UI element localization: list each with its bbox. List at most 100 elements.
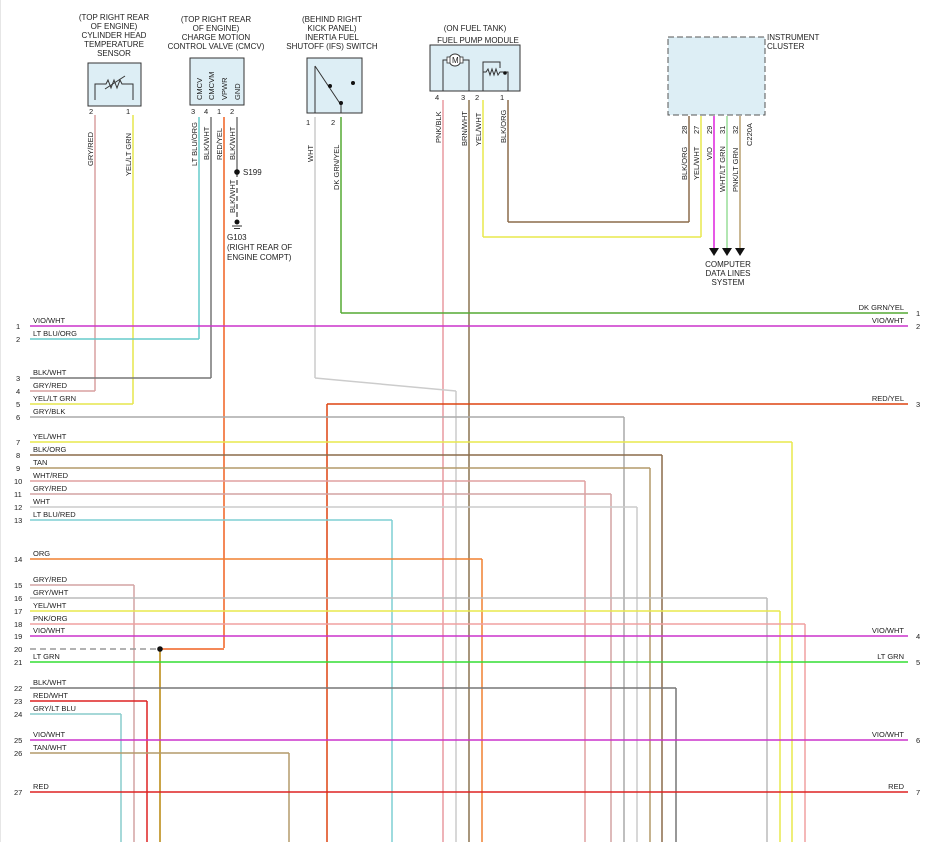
left-row-number: 27 [14, 788, 22, 797]
left-row-label: ORG [33, 549, 50, 558]
cht-wire-label-2: YEL/LT GRN [124, 133, 133, 176]
left-row-label: GRY/RED [33, 381, 68, 390]
cmcv-pin-1: 1 [217, 107, 221, 116]
ic-pin-32: 32 [731, 126, 740, 134]
ic-connector-name: C220A [745, 123, 754, 146]
right-row-number: 6 [916, 736, 920, 745]
cht-sensor[interactable]: (TOP RIGHT REAR OF ENGINE) CYLINDER HEAD… [79, 13, 149, 176]
cmcv-wire-label-4: BLK/WHT [228, 126, 237, 160]
cmcv-pin-name-3: VPWR [220, 77, 229, 100]
cmcv-title-1: (TOP RIGHT REAR [181, 15, 251, 24]
arrow-down-icon [722, 248, 732, 256]
ic-body [667, 36, 766, 116]
ic-title-1: INSTRUMENT [767, 33, 820, 42]
right-row-label: VIO/WHT [872, 626, 904, 635]
left-row-number: 22 [14, 684, 22, 693]
left-row-number: 1 [16, 322, 20, 331]
right-row-number: 4 [916, 632, 920, 641]
ic-pin-29: 29 [705, 126, 714, 134]
fpm-pin-1: 1 [500, 93, 504, 102]
right-row-number: 7 [916, 788, 920, 797]
right-row-label: VIO/WHT [872, 730, 904, 739]
left-row-number: 24 [14, 710, 22, 719]
computer-data-lines[interactable]: COMPUTER DATA LINES SYSTEM [705, 260, 751, 287]
splice-s199[interactable]: S199 BLK/WHT [228, 168, 262, 213]
ifs-wire-label-2: DK GRN/YEL [332, 145, 341, 190]
left-row-number: 18 [14, 620, 22, 629]
splice-dot-icon [157, 646, 163, 652]
ifs-title-2: KICK PANEL) [307, 24, 357, 33]
left-row-number: 5 [16, 400, 20, 409]
splice-name: S199 [243, 168, 262, 177]
ground-dot-icon [234, 219, 240, 225]
ifs-wire-label-1: WHT [306, 145, 315, 162]
ic-wire-label-1: BLK/ORG [680, 146, 689, 180]
cmcv-wire-label-2: BLK/WHT [202, 126, 211, 160]
motor-leads [442, 59, 470, 91]
ifs-title-3: INERTIA FUEL [305, 33, 359, 42]
cmcv-pin-name-1: CMCV [195, 78, 204, 100]
cmcv-pin-2: 2 [230, 107, 234, 116]
fpm-pin-2: 2 [475, 93, 479, 102]
motor-brush-left [446, 56, 451, 64]
left-row-number: 11 [14, 490, 22, 499]
fpm-body [429, 44, 521, 92]
fpm-title-2: FUEL PUMP MODULE [437, 36, 519, 45]
left-row-label: RED [33, 782, 49, 791]
cmcv-body [189, 57, 245, 106]
cht-wire-label-1: GRY/RED [86, 131, 95, 166]
hwire-ifs-wht[interactable] [314, 377, 457, 392]
ic-wire-label-5: PNK/LT GRN [731, 148, 740, 192]
cht-pin-2: 2 [89, 107, 93, 116]
right-row-number: 1 [916, 309, 920, 318]
left-row-label: LT BLU/RED [33, 510, 76, 519]
right-row-number: 3 [916, 400, 920, 409]
ground-location-1: (RIGHT REAR OF [227, 243, 292, 252]
cmcv-title-2: OF ENGINE) [193, 24, 240, 33]
cdl-line-3: SYSTEM [712, 278, 745, 287]
ic-wire-label-2: YEL/WHT [692, 146, 701, 180]
right-row-label: RED/YEL [872, 394, 904, 403]
ifs-pin-1: 1 [306, 118, 310, 127]
left-row-labels: 1 VIO/WHT 2 LT BLU/ORG 3 BLK/WHT 4 GRY/R… [14, 316, 77, 797]
fpm-pin-3: 3 [461, 93, 465, 102]
switch-open-terminal-icon [351, 81, 355, 85]
cmcv-title-3: CHARGE MOTION [182, 33, 251, 42]
ifs-title-4: SHUTOFF (IFS) SWITCH [286, 42, 378, 51]
left-row-label: RED/WHT [33, 691, 68, 700]
left-row-number: 25 [14, 736, 22, 745]
left-row-number: 23 [14, 697, 22, 706]
ic-wire-label-3: VIO [705, 147, 714, 160]
left-row-label: YEL/LT GRN [33, 394, 76, 403]
ifs-switch[interactable]: (BEHIND RIGHT KICK PANEL) INERTIA FUEL S… [286, 15, 378, 190]
left-row-number: 2 [16, 335, 20, 344]
ic-pin-27: 27 [692, 126, 701, 134]
left-row-number: 7 [16, 438, 20, 447]
thermistor-icon [94, 78, 134, 100]
switch-contact-icon [314, 65, 342, 113]
fuel-pump-module[interactable]: (ON FUEL TANK) FUEL PUMP MODULE M 4 3 2 … [429, 24, 521, 146]
ifs-title-1: (BEHIND RIGHT [302, 15, 362, 24]
left-row-number: 4 [16, 387, 20, 396]
ic-pin-31: 31 [718, 126, 727, 134]
switch-pivot-icon [328, 84, 332, 88]
left-row-number: 6 [16, 413, 20, 422]
left-row-label: TAN/WHT [33, 743, 67, 752]
cmcv-valve[interactable]: (TOP RIGHT REAR OF ENGINE) CHARGE MOTION… [168, 15, 265, 166]
right-row-label: DK GRN/YEL [859, 303, 904, 312]
fpm-wire-label-2: BRN/WHT [460, 111, 469, 146]
left-row-label: GRY/WHT [33, 588, 69, 597]
left-row-label: GRY/RED [33, 575, 68, 584]
sender-wiper-icon [482, 61, 501, 72]
left-row-label: BLK/ORG [33, 445, 67, 454]
fpm-title-1: (ON FUEL TANK) [444, 24, 507, 33]
left-row-label: LT BLU/ORG [33, 329, 77, 338]
instrument-cluster[interactable]: INSTRUMENT CLUSTER 28 27 29 31 32 C220A … [667, 33, 820, 256]
cdl-line-2: DATA LINES [705, 269, 750, 278]
ground-g103[interactable]: G103 (RIGHT REAR OF ENGINE COMPT) [227, 219, 292, 263]
left-row-number: 9 [16, 464, 20, 473]
cht-title-5: SENSOR [97, 49, 131, 58]
horizontal-wires [30, 221, 908, 793]
